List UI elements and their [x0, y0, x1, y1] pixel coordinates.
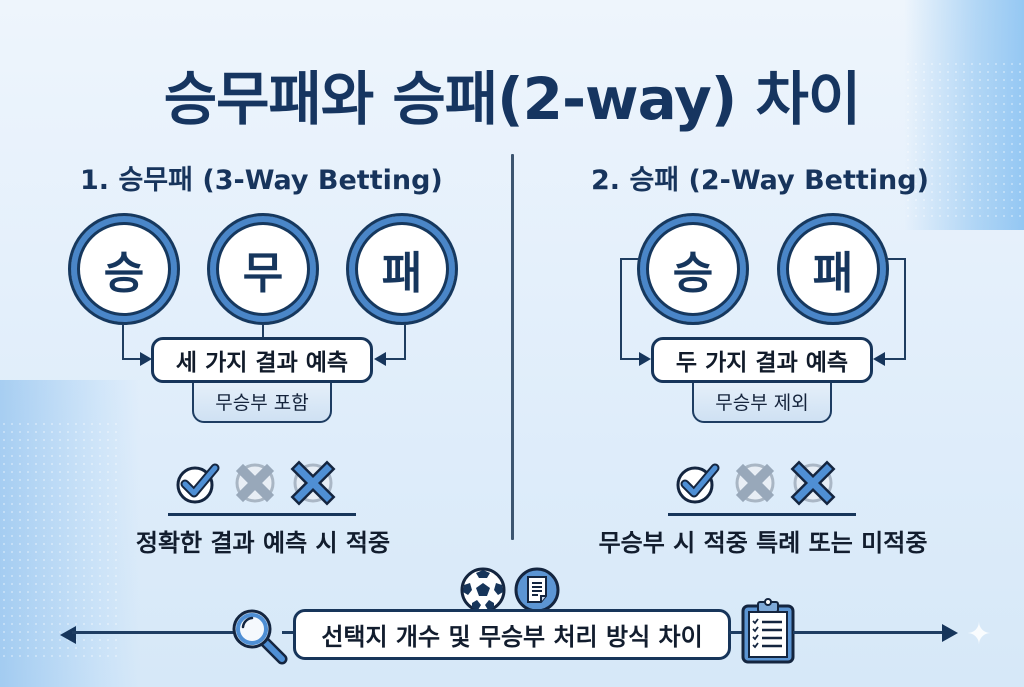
- background-dots-right: [904, 60, 1024, 220]
- outcome-label: 승: [103, 248, 145, 299]
- faded-x-circle-icon: [735, 463, 775, 503]
- status-icons-row: [674, 460, 836, 506]
- check-circle-icon: [176, 463, 220, 504]
- arrow-left-icon: [873, 352, 885, 366]
- x-icon: [290, 460, 336, 506]
- magnifier-icon: [232, 609, 288, 665]
- outcome-circle-win: 승: [637, 213, 749, 325]
- result-label: 세 가지 결과 예측: [175, 350, 349, 376]
- faded-x-circle-icon: [235, 463, 275, 503]
- caption-underline: [168, 513, 356, 516]
- result-box-three: 세 가지 결과 예측: [151, 337, 373, 383]
- page-title: 승무패와 승패(2-way) 차이: [163, 65, 861, 133]
- sub-label: 무승부 포함: [215, 391, 309, 414]
- outcome-label: 패: [812, 248, 854, 299]
- arrow-left-icon: [60, 626, 76, 644]
- bottom-line-left: [72, 631, 234, 634]
- result-label: 두 가지 결과 예측: [675, 350, 849, 376]
- section-1-heading: 1. 승무패 (3-Way Betting): [80, 165, 443, 196]
- connector-line: [262, 324, 264, 342]
- check-circle-icon: [676, 463, 720, 504]
- connector-line: [620, 258, 622, 360]
- outcome-circle-loss: 패: [346, 213, 458, 325]
- bottom-summary-box: 선택지 개수 및 무승부 처리 방식 차이: [293, 609, 731, 660]
- outcome-circle-loss: 패: [777, 213, 889, 325]
- bottom-line-right: [793, 631, 943, 634]
- connector-line: [122, 358, 144, 360]
- connector-line: [404, 324, 406, 360]
- section-2-caption: 무승부 시 적중 특례 또는 미적중: [598, 529, 928, 557]
- outcome-label: 무: [242, 248, 284, 299]
- connector-line: [620, 258, 640, 260]
- bottom-line-connector: [282, 631, 296, 634]
- status-icons-row: [174, 460, 336, 506]
- sparkle-icon: ✦: [966, 617, 992, 652]
- connector-line: [385, 358, 406, 360]
- connector-line: [620, 358, 642, 360]
- connector-line: [122, 324, 124, 360]
- x-icon: [790, 460, 836, 506]
- result-box-two: 두 가지 결과 예측: [651, 337, 873, 383]
- outcome-label: 승: [672, 248, 714, 299]
- section-1-caption: 정확한 결과 예측 시 적중: [135, 529, 391, 557]
- outcome-label: 패: [381, 248, 423, 299]
- bottom-summary-label: 선택지 개수 및 무승부 처리 방식 차이: [321, 623, 703, 651]
- background-dots-left: [0, 420, 120, 660]
- sub-label-box: 무승부 제외: [692, 381, 832, 423]
- clipboard-checklist-icon: [741, 598, 795, 664]
- arrow-right-icon: [942, 624, 958, 642]
- outcome-circle-draw: 무: [207, 213, 319, 325]
- sub-label-box: 무승부 포함: [192, 381, 332, 423]
- document-icon: [514, 567, 560, 613]
- arrow-right-icon: [639, 352, 651, 366]
- connector-line: [887, 258, 906, 260]
- soccer-ball-icon: [460, 567, 506, 613]
- arrow-right-icon: [140, 352, 152, 366]
- arrow-left-icon: [374, 352, 386, 366]
- connector-line: [884, 358, 906, 360]
- sub-label: 무승부 제외: [715, 391, 809, 414]
- connector-line: [904, 258, 906, 360]
- outcome-circle-win: 승: [68, 213, 180, 325]
- section-2-heading: 2. 승패 (2-Way Betting): [591, 165, 929, 196]
- bottom-line-connector: [729, 631, 743, 634]
- center-divider: [511, 154, 514, 540]
- caption-underline: [668, 513, 856, 516]
